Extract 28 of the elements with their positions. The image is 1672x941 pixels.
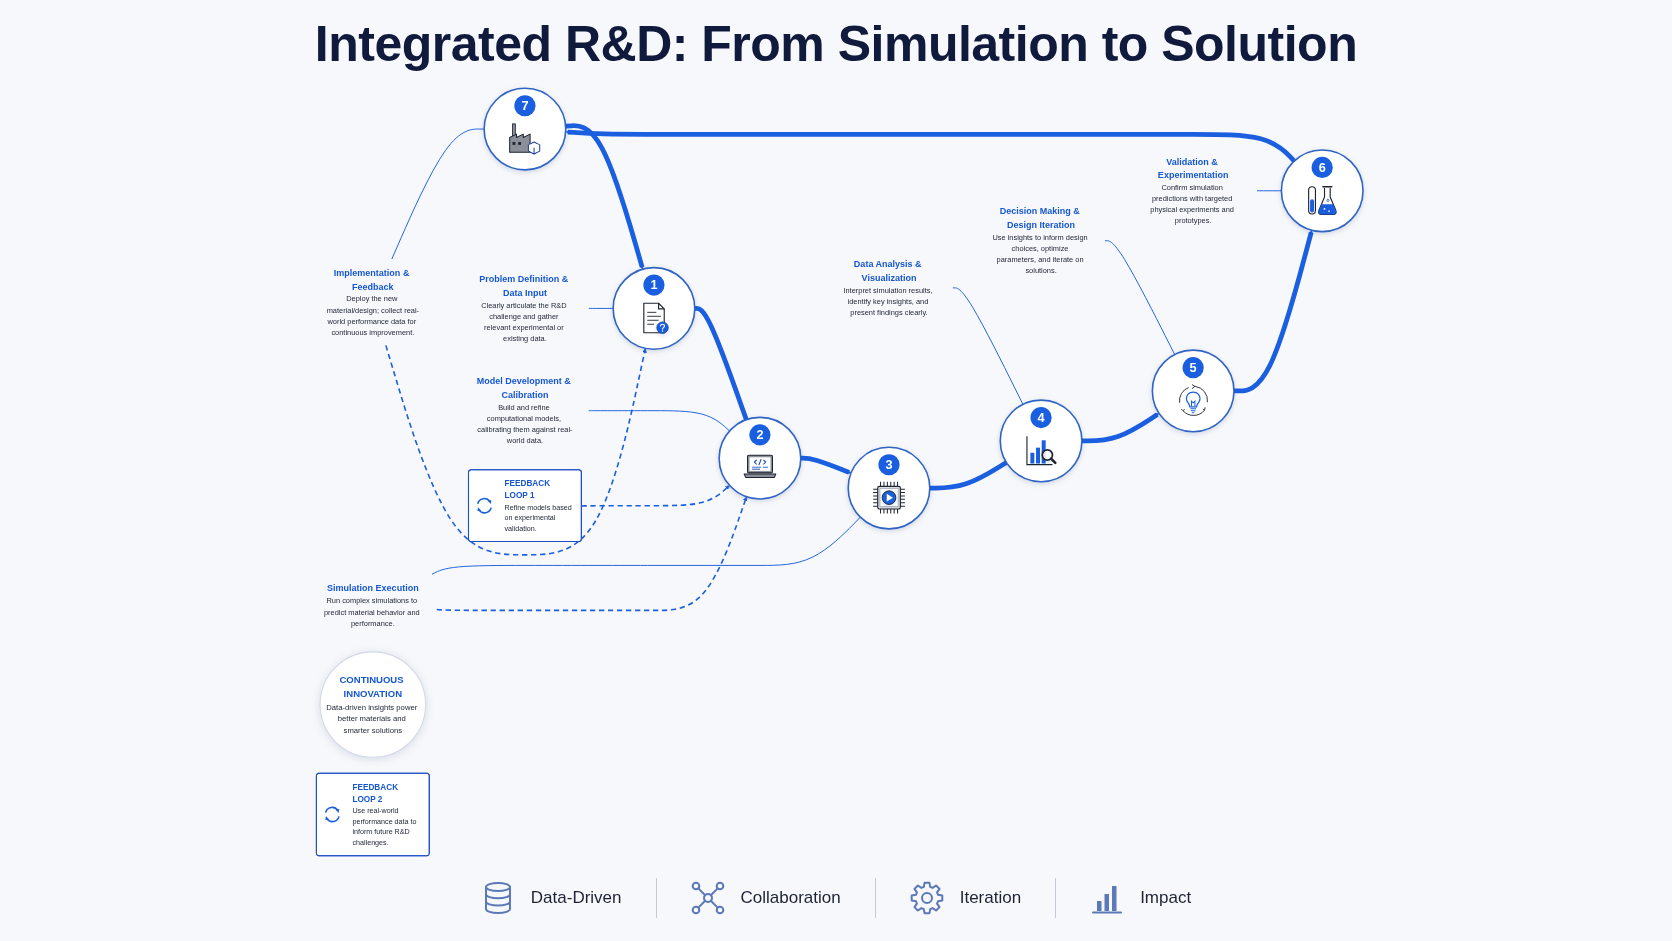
- legend-label: Data-Driven: [530, 888, 622, 908]
- connector: [1256, 190, 1282, 192]
- connector: [588, 307, 614, 309]
- connector: [588, 410, 731, 432]
- arrow: [800, 455, 852, 475]
- legend-label: Iteration: [959, 888, 1022, 908]
- legend-label: Collaboration: [740, 888, 841, 908]
- title: Integrated R&D: From Simulation to Solution: [314, 15, 1358, 74]
- connector: [431, 516, 861, 575]
- arrow: [1081, 412, 1160, 444]
- connector: [391, 128, 485, 260]
- node-circle: 4: [999, 399, 1083, 483]
- arrow: [565, 129, 1296, 163]
- connector: [929, 460, 1008, 491]
- node-circle: 6: [1280, 149, 1364, 233]
- legend-label: Impact: [1140, 888, 1192, 908]
- node-circle: 3: [847, 446, 931, 530]
- connector: [694, 306, 749, 421]
- node-circle: 2: [718, 416, 802, 500]
- arrow: [385, 344, 647, 556]
- arrow: [1233, 230, 1314, 394]
- node-circle: 7: [483, 87, 567, 171]
- node-circle: 5: [1151, 349, 1235, 433]
- connector: [1104, 240, 1176, 356]
- arrow: [435, 496, 748, 612]
- arrow: [565, 123, 645, 270]
- connector: [952, 287, 1024, 405]
- node-circle: 1: [612, 266, 696, 350]
